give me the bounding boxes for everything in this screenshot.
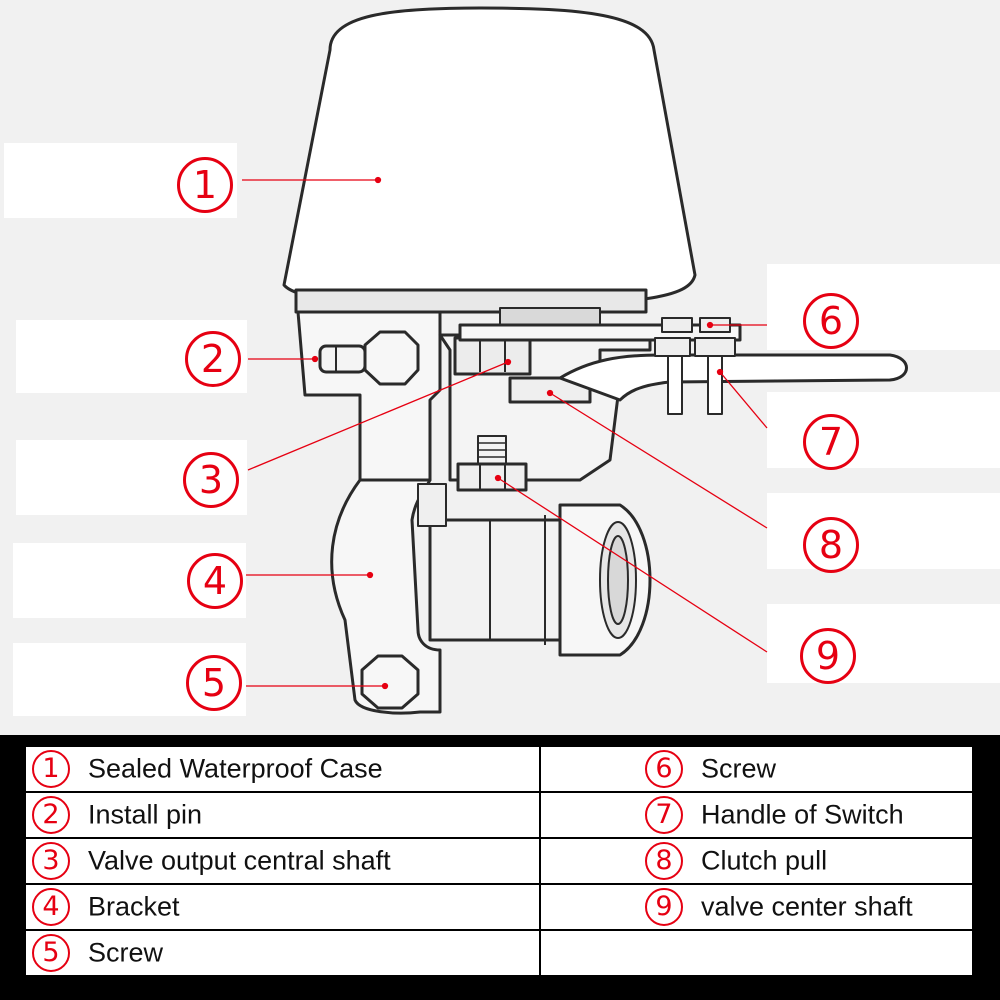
callout-5: 5 [186, 655, 242, 711]
legend-number: 3 [32, 842, 70, 880]
legend-number: 4 [32, 888, 70, 926]
sealed-case-shape [282, 6, 697, 307]
legend-cell-empty [539, 929, 974, 977]
legend-number: 1 [32, 750, 70, 788]
bracket-lower [330, 478, 442, 715]
bracket-nut-bottom [360, 654, 420, 710]
legend-row: 4 Bracket 9 valve center shaft [24, 883, 974, 931]
legend-cell: 8 Clutch pull [539, 837, 974, 885]
callout-4: 4 [187, 553, 243, 609]
legend-row: 2 Install pin 7 Handle of Switch [24, 791, 974, 839]
leader-line-3 [247, 361, 509, 471]
legend-label: Screw [701, 753, 777, 784]
bracket-upper [296, 310, 442, 482]
legend-label: valve center shaft [701, 891, 913, 922]
handle-shape [558, 353, 908, 402]
legend-cell: 1 Sealed Waterproof Case [24, 745, 541, 793]
bracket-nut-top [363, 330, 420, 386]
legend-label: Valve output central shaft [88, 845, 391, 876]
valve-drawing [242, 6, 908, 715]
legend-cell: 3 Valve output central shaft [24, 837, 541, 885]
callout-3: 3 [183, 452, 239, 508]
legend-number: 2 [32, 796, 70, 834]
legend-number: 5 [32, 934, 70, 972]
legend-row: 1 Sealed Waterproof Case 6 Screw [24, 745, 974, 793]
screw-rod-a [667, 355, 683, 415]
legend-cell: 7 Handle of Switch [539, 791, 974, 839]
pipe-body [428, 518, 582, 642]
callout-2: 2 [185, 331, 241, 387]
install-pin-shape [318, 344, 367, 374]
leader-line-8 [549, 392, 768, 529]
legend-label: Handle of Switch [701, 799, 904, 830]
legend-cell: 2 Install pin [24, 791, 541, 839]
callout-9: 9 [800, 628, 856, 684]
callout-8: 8 [803, 517, 859, 573]
leader-line-7 [719, 371, 768, 429]
legend-label: Clutch pull [701, 845, 828, 876]
legend-label: Sealed Waterproof Case [88, 753, 383, 784]
legend-cell: 4 Bracket [24, 883, 541, 931]
screw-rod-b [707, 355, 723, 415]
legend-row: 5 Screw [24, 929, 974, 977]
base-plate [294, 288, 648, 314]
legend-number: 9 [645, 888, 683, 926]
center-shaft-thread [477, 435, 507, 467]
callout-1: 1 [177, 157, 233, 213]
leader-line-9 [497, 477, 768, 653]
legend-label: Install pin [88, 799, 203, 830]
legend-label: Bracket [88, 891, 180, 922]
legend-cell: 9 valve center shaft [539, 883, 974, 931]
legend-number: 7 [645, 796, 683, 834]
legend-row: 3 Valve output central shaft 8 Clutch pull [24, 837, 974, 885]
legend-label: Screw [88, 937, 164, 968]
legend-cell: 5 Screw [24, 929, 541, 977]
legend-cell: 6 Screw [539, 745, 974, 793]
legend-number: 6 [645, 750, 683, 788]
legend-number: 8 [645, 842, 683, 880]
callout-7: 7 [803, 414, 859, 470]
diagram-area: 1 2 3 4 5 6 7 8 9 [4, 6, 1000, 716]
callout-6: 6 [803, 293, 859, 349]
center-shaft-nut [456, 462, 528, 492]
